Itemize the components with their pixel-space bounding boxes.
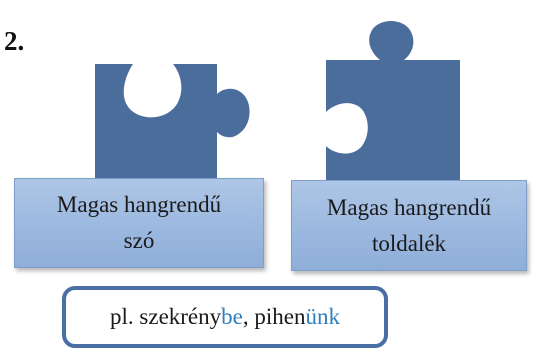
card-left-line1: Magas hangrendű <box>56 192 222 217</box>
example-suffix-1: be <box>221 304 243 329</box>
card-right-line1: Magas hangrendű <box>326 194 492 220</box>
example-suffix-2: ünk <box>305 304 340 329</box>
high-vowel-word-card: Magas hangrendű szó <box>14 178 264 268</box>
right-puzzle-piece-icon <box>326 21 460 188</box>
high-vowel-suffix-card: Magas hangrendű toldalék <box>291 180 527 271</box>
card-left-line2: szó <box>123 228 155 253</box>
exercise-number: 2. <box>4 26 25 56</box>
left-puzzle-piece-icon <box>95 64 250 188</box>
example-separator: , pihen <box>242 304 306 329</box>
card-right-line2: toldalék <box>371 230 447 256</box>
example-prefix: pl. szekrény <box>110 304 222 329</box>
